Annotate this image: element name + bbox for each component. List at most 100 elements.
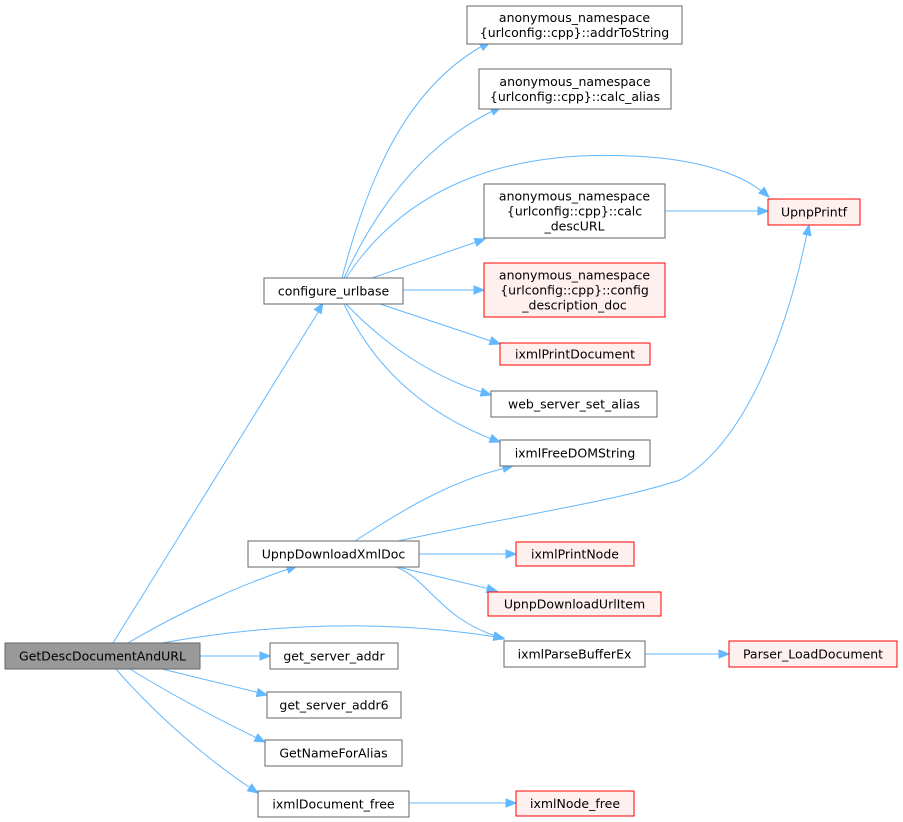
node-get-server-addr6[interactable]: get_server_addr6	[266, 691, 402, 719]
node-label: GetDescDocumentAndURL	[19, 649, 186, 664]
edge-line	[161, 668, 265, 695]
edge-line	[127, 566, 295, 644]
edge-upnp_download_xml_doc-to-upnp_printf	[397, 223, 812, 542]
node-label: get_server_addr	[283, 649, 385, 664]
node-box	[515, 541, 635, 567]
node-label: ixmlPrintDocument	[515, 347, 635, 362]
arrow-head-icon	[485, 583, 499, 594]
node-ixml-print-document[interactable]: ixmlPrintDocument	[499, 342, 651, 366]
node-label: _description_doc	[521, 298, 627, 313]
node-box	[483, 183, 666, 239]
node-box	[487, 591, 662, 617]
edge-line	[345, 154, 767, 279]
node-addr-to-string[interactable]: anonymous_namespace{urlconfig::cpp}::add…	[466, 5, 683, 45]
node-label: _descURL	[543, 219, 604, 234]
edge-configure_urlbase-to-calc_desc_url	[371, 237, 487, 279]
edge-line	[397, 566, 495, 591]
node-box	[266, 691, 402, 719]
node-root[interactable]: GetDescDocumentAndURL	[4, 642, 201, 670]
edge-configure_urlbase-to-calc_alias	[343, 106, 503, 279]
node-get-name-for-alias[interactable]: GetNameForAlias	[264, 739, 403, 767]
node-config-description-doc[interactable]: anonymous_namespace{urlconfig::cpp}::con…	[483, 262, 666, 318]
edge-configure_urlbase-to-addr_to_string	[341, 41, 492, 279]
node-label: ixmlNode_free	[530, 796, 620, 811]
node-box	[4, 642, 201, 670]
node-label: anonymous_namespace	[499, 74, 650, 89]
edge-root-to-ixml_parse_buffer_ex	[161, 625, 506, 644]
edge-root-to-ixml_document_free	[115, 668, 260, 794]
node-calc-desc-url[interactable]: anonymous_namespace{urlconfig::cpp}::cal…	[483, 183, 666, 239]
node-box	[257, 790, 410, 818]
node-box	[478, 68, 672, 110]
edge-line	[371, 239, 483, 279]
arrow-head-icon	[492, 631, 506, 641]
nodes-layer: GetDescDocumentAndURLconfigure_urlbaseUp…	[4, 5, 898, 818]
node-label: UpnpDownloadXmlDoc	[262, 547, 406, 562]
node-box	[483, 262, 666, 318]
node-label: ixmlParseBufferEx	[518, 647, 632, 662]
edge-upnp_download_xml_doc-to-ixml_free_dom_string	[354, 463, 515, 542]
edge-upnp_download_xml_doc-to-ixml_parse_buffer_ex	[395, 566, 506, 641]
node-box	[499, 439, 651, 467]
edge-root-to-get_server_addr	[200, 651, 272, 661]
node-box	[499, 342, 651, 366]
node-box	[767, 198, 861, 226]
node-label: anonymous_namespace	[499, 268, 650, 283]
node-ixml-node-free[interactable]: ixmlNode_free	[515, 790, 635, 817]
edge-configure_urlbase-to-ixml_print_document	[379, 303, 502, 346]
arrow-head-icon	[255, 687, 269, 698]
arrow-head-icon	[757, 206, 770, 216]
node-box	[264, 739, 403, 767]
node-label: ixmlFreeDOMString	[515, 446, 636, 461]
node-ixml-document-free[interactable]: ixmlDocument_free	[257, 790, 410, 818]
edge-calc_desc_url-to-upnp_printf	[665, 206, 770, 216]
node-box	[466, 5, 683, 45]
node-label: GetNameForAlias	[279, 746, 387, 761]
node-label: {urlconfig::cpp}::calc	[507, 204, 642, 219]
edge-line	[397, 227, 809, 542]
node-ixml-print-node[interactable]: ixmlPrintNode	[515, 541, 635, 567]
node-box	[728, 640, 898, 668]
node-upnp-download-url-item[interactable]: UpnpDownloadUrlItem	[487, 591, 662, 617]
node-label: {urlconfig::cpp}::config	[500, 283, 649, 298]
edge-root-to-get_server_addr6	[161, 668, 269, 698]
arrow-head-icon	[313, 301, 324, 315]
edge-root-to-configure_urlbase	[112, 301, 324, 644]
node-configure-urlbase[interactable]: configure_urlbase	[263, 277, 404, 305]
arrow-head-icon	[253, 733, 267, 743]
node-get-server-addr[interactable]: get_server_addr	[269, 642, 399, 670]
edge-line	[115, 668, 256, 792]
node-ixml-free-dom-string[interactable]: ixmlFreeDOMString	[499, 439, 651, 467]
arrow-head-icon	[259, 651, 272, 661]
node-parser-load-document[interactable]: Parser_LoadDocument	[728, 640, 898, 668]
node-box	[263, 277, 404, 305]
node-box	[515, 790, 635, 817]
node-label: get_server_addr6	[279, 698, 388, 713]
edge-line	[341, 43, 487, 279]
arrow-head-icon	[505, 549, 518, 559]
node-upnp-download-xml-doc[interactable]: UpnpDownloadXmlDoc	[247, 540, 420, 568]
arrow-head-icon	[488, 336, 502, 346]
edge-line	[379, 303, 498, 344]
node-web-server-set-alias[interactable]: web_server_set_alias	[490, 390, 658, 418]
node-box	[247, 540, 420, 568]
edges-layer	[112, 41, 812, 808]
node-label: anonymous_namespace	[499, 10, 650, 25]
node-label: web_server_set_alias	[508, 397, 640, 412]
node-calc-alias[interactable]: anonymous_namespace{urlconfig::cpp}::cal…	[478, 68, 672, 110]
node-upnp-printf[interactable]: UpnpPrintf	[767, 198, 861, 226]
node-label: anonymous_namespace	[499, 189, 650, 204]
edge-configure_urlbase-to-config_description_doc	[403, 285, 486, 295]
edge-line	[345, 303, 489, 395]
edge-configure_urlbase-to-upnp_printf	[345, 154, 770, 279]
edge-line	[343, 303, 498, 442]
node-ixml-parse-buffer-ex[interactable]: ixmlParseBufferEx	[503, 640, 646, 668]
arrow-head-icon	[758, 186, 770, 198]
node-label: UpnpDownloadUrlItem	[504, 597, 645, 612]
arrow-head-icon	[718, 649, 731, 659]
node-label: UpnpPrintf	[781, 205, 848, 220]
arrow-head-icon	[246, 783, 260, 794]
edge-line	[129, 668, 264, 742]
arrow-head-icon	[802, 223, 812, 237]
